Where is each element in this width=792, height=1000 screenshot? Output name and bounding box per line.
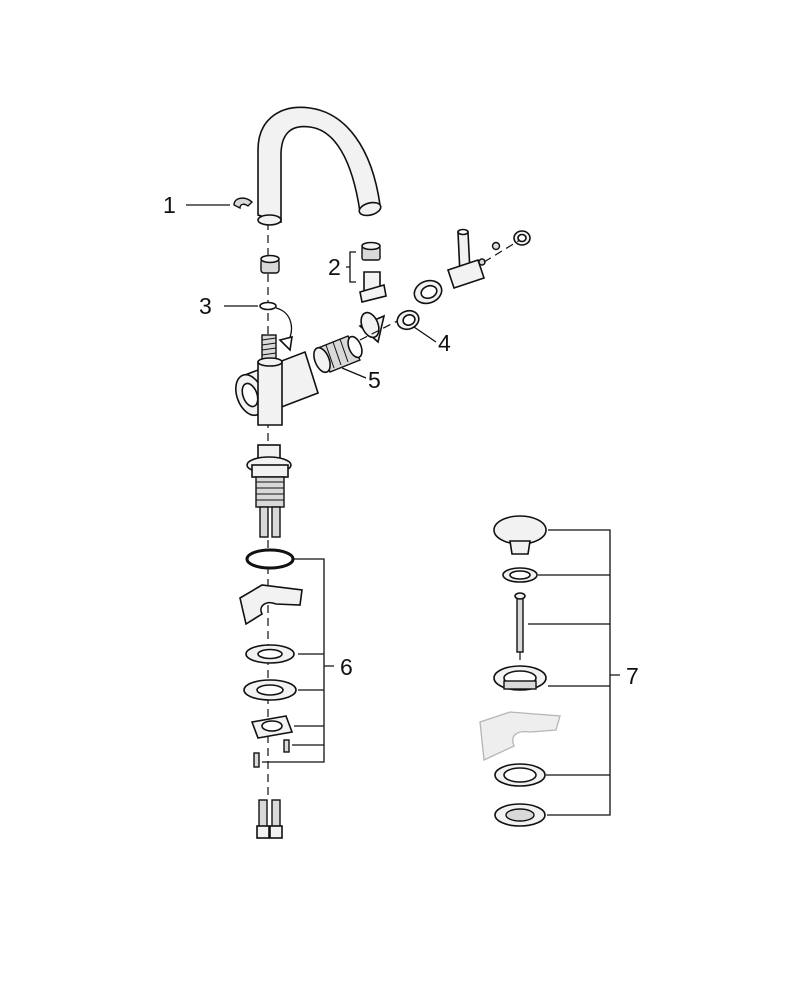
bracket-2 xyxy=(346,251,356,283)
callout-5: 5 xyxy=(368,367,381,393)
lever-ring xyxy=(413,279,443,305)
spout-nut xyxy=(260,254,280,274)
countertop-section xyxy=(239,584,303,626)
retaining-ring xyxy=(396,309,420,331)
basin-section xyxy=(479,711,561,761)
o-ring-large xyxy=(245,548,295,570)
cap-knob xyxy=(513,230,531,246)
lever-axis xyxy=(483,239,521,263)
callout-line-5 xyxy=(341,367,367,379)
callout-3: 3 xyxy=(199,293,212,319)
cartridge-axis xyxy=(359,311,416,341)
waste-nut xyxy=(494,803,546,827)
lever-handle xyxy=(446,228,486,290)
faucet-body xyxy=(235,334,319,426)
waste-flange xyxy=(493,665,547,691)
spout xyxy=(257,106,382,226)
callout-1: 1 xyxy=(163,192,176,218)
waste-washer xyxy=(494,763,546,787)
mounting-screws xyxy=(253,739,290,768)
callout-2: 2 xyxy=(328,254,341,280)
hose-connectors xyxy=(256,799,283,839)
retaining-clip xyxy=(233,197,253,210)
bracket-7 xyxy=(528,529,620,816)
screw-small-2 xyxy=(491,241,501,251)
cartridge xyxy=(313,335,363,374)
callout-7: 7 xyxy=(626,663,639,689)
waste-cap xyxy=(493,515,547,555)
bracket-6 xyxy=(262,558,334,763)
mounting-plate xyxy=(250,715,294,739)
waste-bolt xyxy=(514,592,526,653)
washer-1 xyxy=(245,644,295,664)
o-ring xyxy=(259,301,277,311)
callout-6: 6 xyxy=(340,654,353,680)
mounting-shank xyxy=(246,444,292,538)
waste-seal-ring xyxy=(502,567,538,583)
callout-4: 4 xyxy=(438,330,451,356)
rotation-arrow-head xyxy=(278,335,293,352)
cone-cover xyxy=(358,311,386,344)
callout-line-4 xyxy=(413,326,437,343)
washer-2 xyxy=(243,679,297,701)
aerator-assembly xyxy=(359,241,387,303)
